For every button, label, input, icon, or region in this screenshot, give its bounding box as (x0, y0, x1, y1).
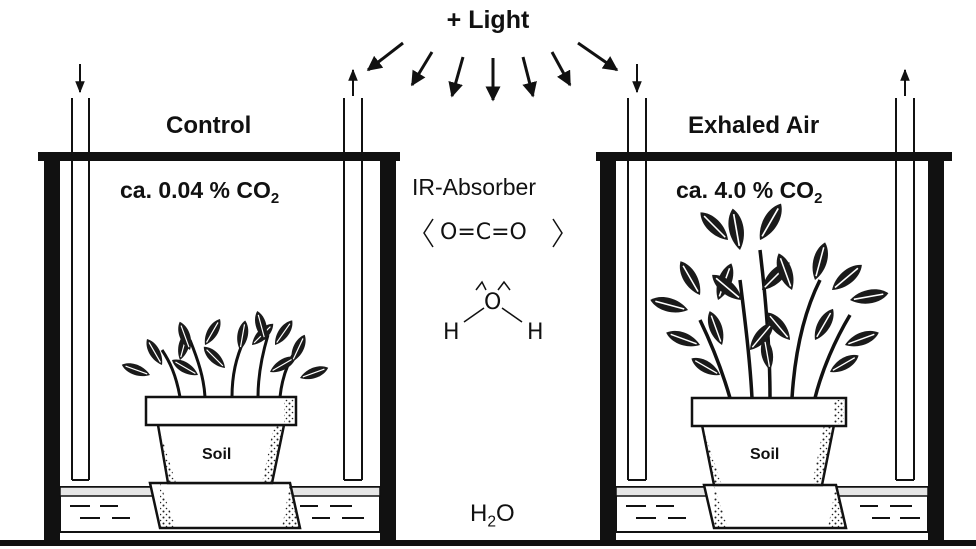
control-pot (144, 395, 302, 530)
h2o-oxygen-atom: O (484, 290, 502, 315)
exhaled-pot (690, 396, 848, 530)
ground-line (0, 540, 976, 546)
h2o-molecule-bonds (463, 280, 523, 323)
h2o-hydrogen-right: H (527, 320, 544, 345)
ir-absorber-title: IR-Absorber (412, 174, 536, 200)
h2o-hydrogen-left: H (443, 320, 460, 345)
control-concentration: ca. 0.04 % CO2 (120, 177, 280, 208)
control-plant (119, 309, 331, 398)
co2-formula: O=C=O (440, 220, 527, 245)
exhaled-plant (647, 199, 891, 399)
exhaled-title: Exhaled Air (688, 112, 820, 139)
water-label: H2O (470, 500, 515, 531)
control-soil-label: Soil (202, 446, 232, 463)
exhaled-concentration: ca. 4.0 % CO2 (676, 177, 823, 208)
light-arrows (366, 41, 619, 102)
light-label: + Light (446, 6, 530, 34)
co2-vibration-brackets (423, 218, 563, 248)
exhaled-soil-label: Soil (750, 446, 780, 463)
control-title: Control (166, 112, 252, 139)
